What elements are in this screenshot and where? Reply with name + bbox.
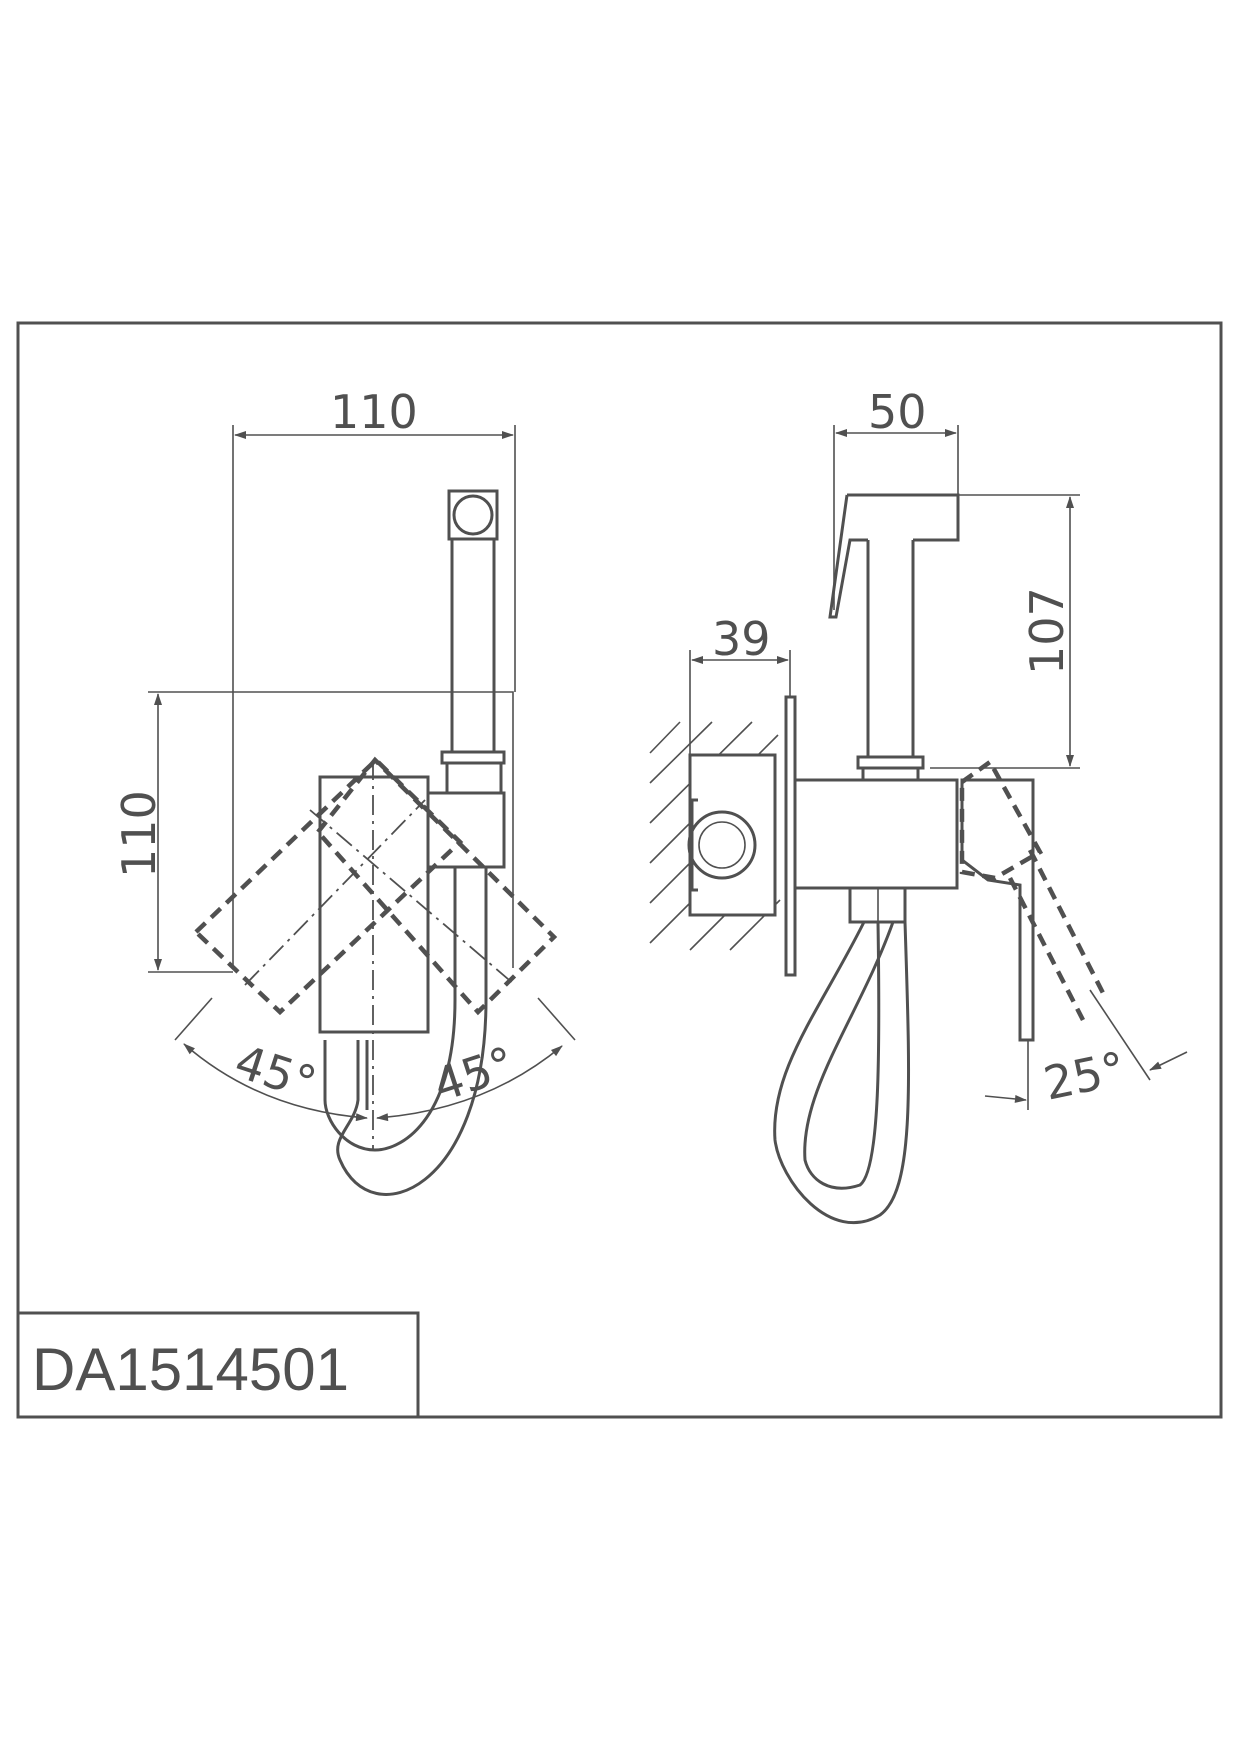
side-height-label: 107: [1020, 587, 1074, 675]
product-code: DA1514501: [32, 1336, 349, 1403]
angle-left-label: 45°: [229, 1034, 323, 1111]
side-view: [649, 493, 1106, 1224]
title-block: [16, 1311, 420, 1419]
front-width-label: 110: [330, 385, 418, 439]
side-angle-label: 25°: [1039, 1041, 1130, 1111]
side-depth-label: 39: [712, 612, 771, 666]
front-height-label: 110: [112, 790, 166, 878]
front-dimensions: 110 110 45° 45°: [112, 385, 576, 1122]
drawing-frame: [16, 321, 1223, 1419]
side-head-width-label: 50: [868, 385, 927, 439]
angle-right-label: 45°: [427, 1036, 521, 1113]
side-dimensions: 50 39 107 25°: [689, 385, 1188, 1111]
